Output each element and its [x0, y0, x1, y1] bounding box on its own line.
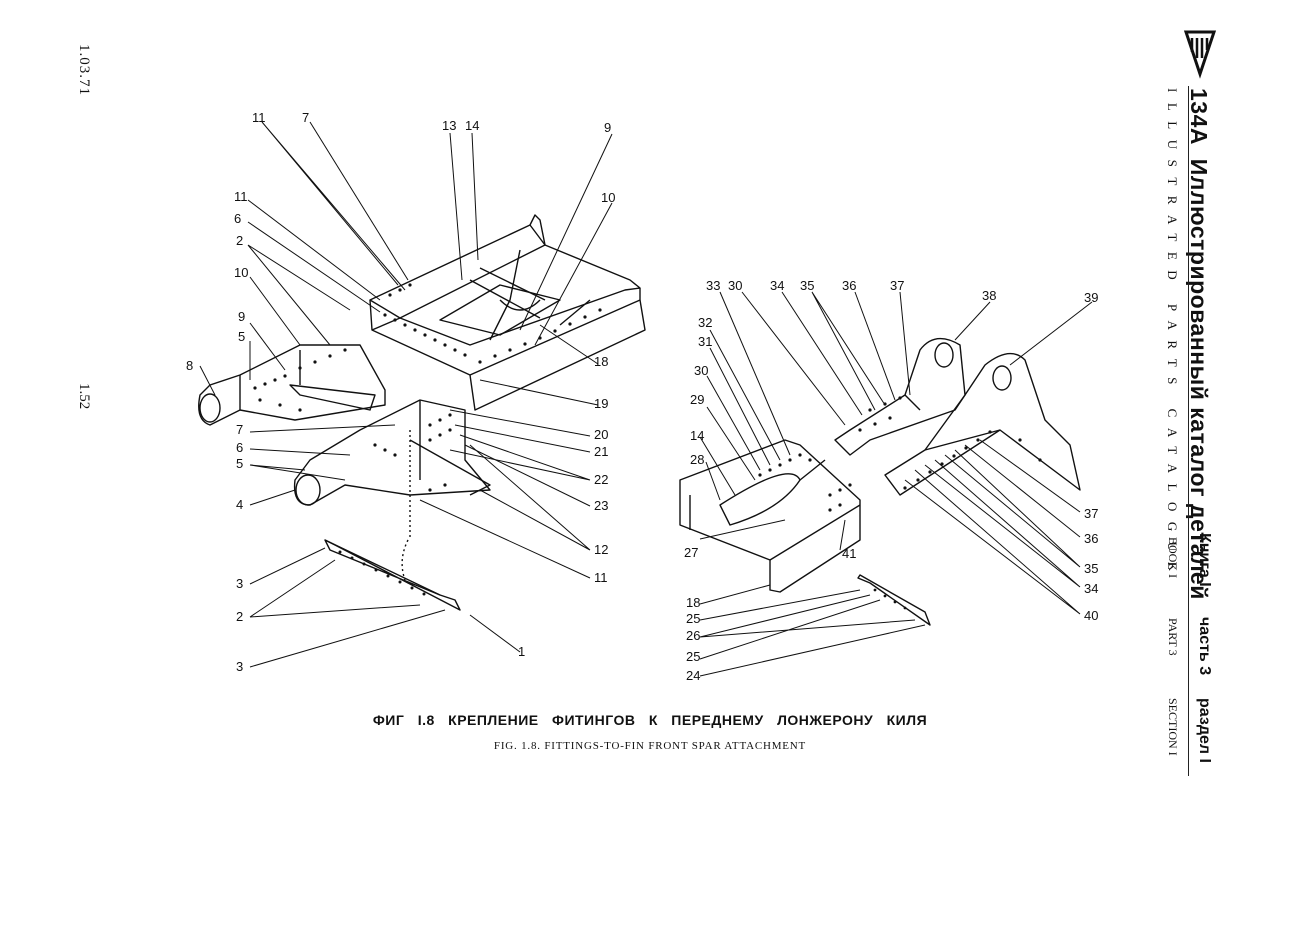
callout-11: 11 [234, 189, 248, 204]
callout-9: 9 [604, 120, 611, 135]
callout-37b: 37 [1084, 506, 1098, 521]
callout-35b: 35 [1084, 561, 1098, 576]
callout-2: 2 [236, 233, 243, 248]
callout-33: 33 [706, 278, 720, 293]
fitting-upper-left [198, 344, 386, 426]
fitting-38 [834, 337, 966, 456]
callout-14: 14 [465, 118, 479, 133]
header-divider [1188, 86, 1189, 776]
callout-28: 28 [690, 452, 704, 467]
callout-34: 34 [770, 278, 784, 293]
strap-plate-small [857, 574, 931, 626]
callout-41: 41 [842, 546, 856, 561]
callout-30b: 30 [728, 278, 742, 293]
callout-40: 40 [1084, 608, 1098, 623]
callout-3b: 3 [236, 659, 243, 674]
strap-plate-lower [324, 539, 461, 611]
callout-23: 23 [594, 498, 608, 513]
callout-38: 38 [982, 288, 996, 303]
callout-6: 6 [234, 211, 241, 226]
callout-3: 3 [236, 576, 243, 591]
leader-lines [199, 121, 1093, 677]
callout-37: 37 [890, 278, 904, 293]
callout-4: 4 [236, 497, 243, 512]
callout-32: 32 [698, 315, 712, 330]
callout-24: 24 [686, 668, 700, 683]
rivet-row-main [383, 283, 602, 364]
callout-36b: 36 [1084, 531, 1098, 546]
callout-30: 30 [694, 363, 708, 378]
callout-34b: 34 [1084, 581, 1098, 596]
callout-11b: 11 [594, 570, 608, 585]
callout-18b: 18 [686, 595, 700, 610]
callout-13: 13 [442, 118, 456, 133]
callout-36: 36 [842, 278, 856, 293]
callout-26: 26 [686, 628, 700, 643]
fitting-lower-left [293, 399, 491, 581]
callout-7b: 7 [236, 422, 243, 437]
callout-6b: 6 [236, 440, 243, 455]
callout-10b: 10 [234, 265, 248, 280]
callout-35: 35 [800, 278, 814, 293]
callout-5: 5 [238, 329, 245, 344]
callout-22: 22 [594, 472, 608, 487]
callout-5b: 5 [236, 456, 243, 471]
callout-10: 10 [601, 190, 615, 205]
callout-9b: 9 [238, 309, 245, 324]
figure-caption-ru: ФИГ I.8 КРЕПЛЕНИЕ ФИТИНГОВ К ПЕРЕДНЕМУ Л… [372, 712, 928, 728]
callout-21: 21 [594, 444, 608, 459]
callout-19: 19 [594, 396, 608, 411]
callout-25b: 25 [686, 649, 700, 664]
callout-12: 11 [252, 110, 266, 125]
callout-7: 7 [302, 110, 309, 125]
callout-31: 31 [698, 334, 712, 349]
callout-14b: 14 [690, 428, 704, 443]
callout-25: 25 [686, 611, 700, 626]
callout-29: 29 [690, 392, 704, 407]
callout-1: 1 [518, 644, 525, 659]
callout-18: 18 [594, 354, 608, 369]
callout-27: 27 [684, 545, 698, 560]
fitting-39 [884, 352, 1081, 496]
callout-12b: 12 [594, 542, 608, 557]
callout-labels: 11 7 13 14 9 10 11 6 2 10 9 5 8 7 6 5 4 … [186, 110, 1098, 683]
spar-section-right [679, 439, 861, 593]
callout-2b: 2 [236, 609, 243, 624]
callout-8: 8 [186, 358, 193, 373]
spar-section-left [369, 214, 646, 411]
callout-39: 39 [1084, 290, 1098, 305]
manufacturer-logo [1183, 30, 1217, 79]
callout-20: 20 [594, 427, 608, 442]
figure-caption-en: FIG. 1.8. FITTINGS-TO-FIN FRONT SPAR ATT… [493, 740, 807, 752]
